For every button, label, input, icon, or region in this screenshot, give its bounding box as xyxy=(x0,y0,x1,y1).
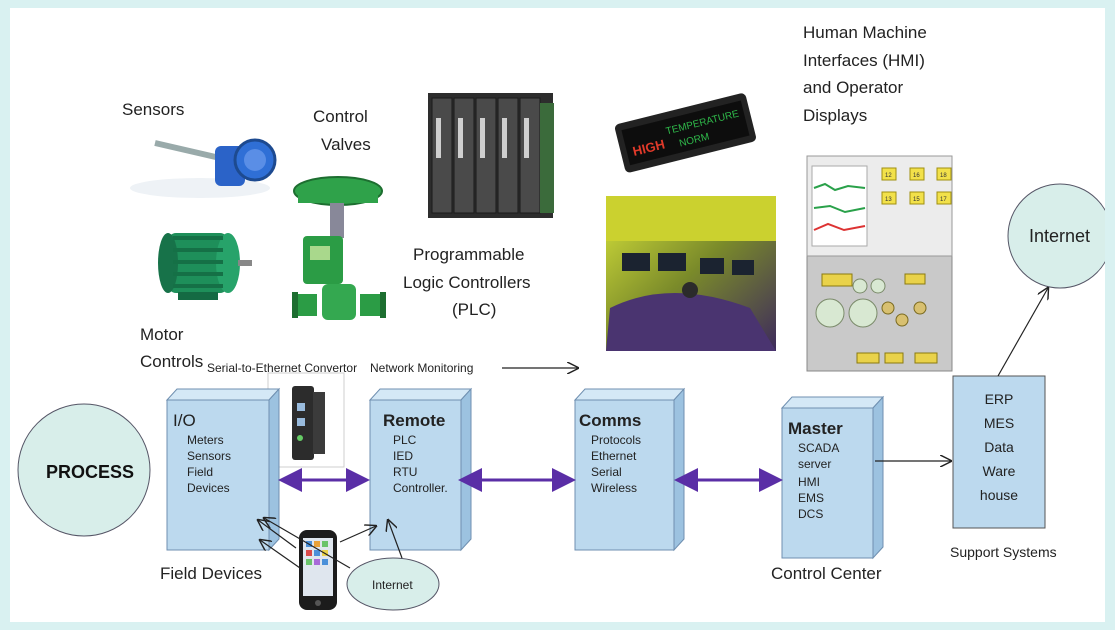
support-systems-box xyxy=(952,375,1046,529)
master-title: Master xyxy=(788,419,843,438)
io-item-devices: Devices xyxy=(187,481,230,495)
hmi-label-4: Displays xyxy=(803,106,867,125)
support-item-data: Data xyxy=(984,439,1014,455)
internet-top-label: Internet xyxy=(1029,226,1090,246)
control-center-label: Control Center xyxy=(771,564,882,583)
hmi-label-2: Interfaces (HMI) xyxy=(803,51,925,70)
internet-io-arrow xyxy=(264,518,351,569)
hmi-screen-image: 12 16 18 13 15 17 xyxy=(806,155,953,372)
remote-item-plc: PLC xyxy=(393,433,417,447)
remote-item-controller: Controller. xyxy=(393,481,448,495)
master-item-dcs: DCS xyxy=(798,507,823,521)
support-item-erp: ERP xyxy=(985,391,1014,407)
remote-title: Remote xyxy=(383,411,445,430)
plc-label-2: Logic Controllers xyxy=(403,273,531,292)
master-item-scada: SCADA xyxy=(798,441,839,455)
control-room-image xyxy=(606,196,776,351)
io-item-sensors: Sensors xyxy=(187,449,231,463)
plc-label-1: Programmable xyxy=(413,245,525,264)
sensor-image xyxy=(130,138,277,198)
plc-image xyxy=(428,93,554,218)
sensors-label: Sensors xyxy=(122,100,184,119)
serial-convertor-image xyxy=(267,372,345,468)
remote-box xyxy=(368,387,473,552)
internet-bottom-label: Internet xyxy=(372,578,413,592)
io-box xyxy=(165,387,281,552)
support-item-ware: Ware xyxy=(983,463,1016,479)
master-item-server: server xyxy=(798,457,831,471)
comms-title: Comms xyxy=(579,411,641,430)
motor-controls-label-2: Controls xyxy=(140,352,203,371)
comms-item-wireless: Wireless xyxy=(591,481,637,495)
phone-io-arrow-2 xyxy=(260,540,301,569)
remote-item-ied: IED xyxy=(393,449,413,463)
process-label: PROCESS xyxy=(46,462,134,482)
control-valves-label-1: Control xyxy=(313,107,368,126)
led-display-image: HIGH TEMPERATURE NORM xyxy=(615,93,756,173)
motor-controls-label-1: Motor xyxy=(140,325,184,344)
hmi-cell-12: 12 xyxy=(885,173,892,179)
field-devices-label: Field Devices xyxy=(160,564,262,583)
process-bubble xyxy=(17,403,151,537)
remote-item-rtu: RTU xyxy=(393,465,417,479)
internet-bottom-bubble xyxy=(346,557,440,611)
hmi-label-1: Human Machine xyxy=(803,23,927,42)
serial-convertor-label: Serial-to-Ethernet Convertor xyxy=(207,361,357,375)
master-item-hmi: HMI xyxy=(798,475,820,489)
control-valve-image xyxy=(292,176,386,320)
hmi-cell-16: 16 xyxy=(913,173,920,179)
hmi-cell-17: 17 xyxy=(940,197,947,203)
support-internet-arrow xyxy=(997,288,1048,377)
io-item-meters: Meters xyxy=(187,433,224,447)
scada-diagram: HIGH TEMPERATURE NORM 12 xyxy=(10,8,1113,622)
master-item-ems: EMS xyxy=(798,491,824,505)
hmi-label-3: and Operator xyxy=(803,78,904,97)
hmi-cell-18: 18 xyxy=(940,173,947,179)
support-item-house: house xyxy=(980,487,1018,503)
support-item-mes: MES xyxy=(984,415,1014,431)
io-title: I/O xyxy=(173,411,196,430)
io-item-field: Field xyxy=(187,465,213,479)
master-box xyxy=(780,395,885,560)
plc-label-3: (PLC) xyxy=(452,300,496,319)
control-valves-label-2: Valves xyxy=(321,135,371,154)
phone-remote-arrow xyxy=(339,526,376,543)
comms-item-serial: Serial xyxy=(591,465,622,479)
comms-item-ethernet: Ethernet xyxy=(591,449,637,463)
network-monitoring-label: Network Monitoring xyxy=(370,361,473,375)
support-systems-label: Support Systems xyxy=(950,544,1057,560)
hmi-cell-13: 13 xyxy=(885,197,892,203)
motor-image xyxy=(158,233,252,300)
comms-item-protocols: Protocols xyxy=(591,433,641,447)
hmi-cell-15: 15 xyxy=(913,197,920,203)
comms-box xyxy=(573,387,686,552)
internet-remote-arrow xyxy=(388,520,403,559)
